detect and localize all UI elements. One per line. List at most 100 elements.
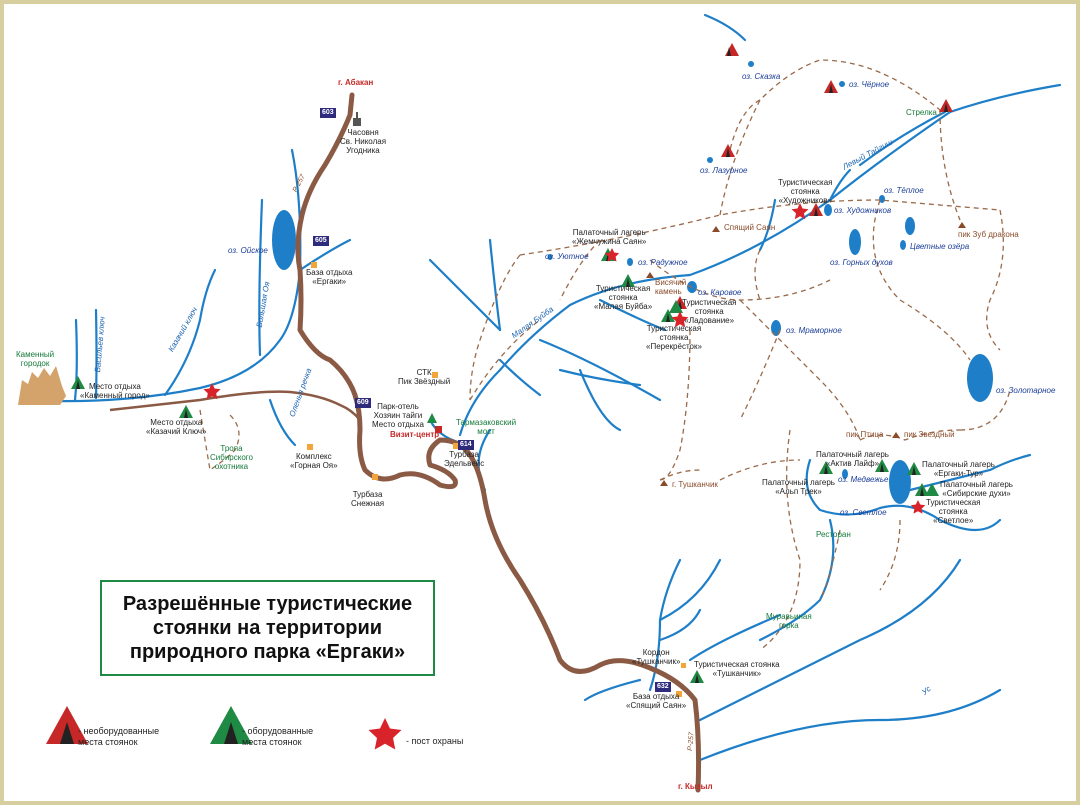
- label-alp: Палаточный лагерь «Альп Трек»: [762, 478, 835, 496]
- lake-uyutnoe-shape: [547, 254, 553, 260]
- label-vizit-center: Визит-центр: [390, 430, 440, 439]
- lake-label-skazka: оз. Сказка: [742, 72, 781, 81]
- trail-16: [819, 529, 841, 601]
- river-trib-j: [758, 198, 777, 252]
- river-trib-ne: [298, 238, 352, 272]
- trail-17: [879, 519, 901, 591]
- lake-tsvetnye2-shape: [900, 240, 906, 250]
- post-star-icon: [604, 248, 620, 262]
- river-trib-g: [498, 358, 542, 397]
- river-malaya-buyba: [458, 83, 1062, 437]
- label-tropa: Тропа Сибирского охотника: [210, 444, 253, 471]
- post-star-icon: [791, 203, 809, 220]
- label-malaya-buyba: Туристическая стоянка «Малая Буйба»: [594, 284, 653, 311]
- road-number-614: 614: [458, 440, 474, 450]
- lake-zolotarnoe-shape: [967, 354, 993, 402]
- equipped-tent-icon: [925, 483, 939, 496]
- base-marker-icon: [676, 691, 682, 697]
- peak-label-tushkanchik: г. Тушканчик: [672, 480, 718, 489]
- river-trib-c: [428, 258, 502, 332]
- label-ladovanie: Туристическая стоянка «Ладование»: [682, 298, 737, 325]
- river-south3: [658, 608, 702, 642]
- river-main-west: [18, 148, 302, 403]
- legend-post-icon: [368, 718, 402, 750]
- trail-15: [759, 429, 801, 651]
- trail-10: [659, 329, 691, 481]
- label-muravyinaya: Муравьиная горка: [766, 612, 812, 630]
- lake-skazka-shape: [748, 61, 754, 67]
- road-number-603: 603: [320, 108, 336, 118]
- label-aktiv: Палаточный лагерь «Актив Лайф»: [816, 450, 889, 468]
- trail-8: [649, 259, 831, 301]
- river-south2: [658, 558, 722, 622]
- label-restoran: Ресторан: [816, 530, 851, 539]
- river-trib-d: [488, 238, 502, 332]
- trail-2: [719, 59, 941, 216]
- trail-22: [739, 329, 781, 421]
- unequipped-tent-icon: [725, 43, 739, 56]
- lake-label-svetloe: оз. Светлое: [840, 508, 887, 517]
- trail-7: [754, 249, 761, 301]
- trails-layer: [199, 59, 1011, 651]
- label-kamenny-gorodok: Каменный городок: [16, 350, 55, 368]
- lake-label-hudozhnikov: оз. Художников: [834, 206, 892, 215]
- lake-gornyh-duhov-shape: [849, 229, 861, 255]
- peak-label-visyachiy: Висячий камень: [655, 278, 687, 296]
- base-marker-icon: [307, 444, 313, 450]
- road-west: [109, 390, 361, 421]
- river-vasilyev: [94, 308, 98, 400]
- river-trib-i: [598, 298, 667, 332]
- city-kyzyl: г. Кызыл: [678, 782, 713, 791]
- lake-hudozhnikov-shape: [824, 204, 832, 216]
- base-marker-icon: [432, 372, 438, 378]
- lake-mramornoe-shape: [771, 320, 781, 336]
- label-hudozhnikov: Туристическая стоянка «Художников»: [778, 178, 833, 205]
- city-abakan: г. Абакан: [338, 78, 374, 87]
- lake-raduzhnoe-shape: [627, 258, 633, 266]
- equipped-tent-icon: [427, 413, 437, 423]
- label-spyashchiy-baza: База отдыха «Спящий Саян»: [626, 692, 687, 710]
- trail-4: [939, 109, 961, 221]
- post-star-icon: [671, 311, 689, 328]
- lake-label-mramornoe: оз. Мраморное: [786, 326, 842, 335]
- lake-chernoe-shape: [839, 81, 845, 87]
- trail-21: [659, 469, 701, 481]
- lake-lazurnoe-shape: [707, 157, 713, 163]
- lake-svetloe-shape: [889, 460, 911, 504]
- label-edelveys: Турбаза Эдельвейс: [444, 450, 485, 468]
- lake-label-teploe: оз. Тёплое: [884, 186, 924, 195]
- river-trib-k: [828, 168, 852, 202]
- river-south7: [688, 613, 782, 662]
- base-marker-icon: [681, 663, 686, 668]
- lake-label-raduzhnoe: оз. Радужное: [638, 258, 688, 267]
- label-kordon: Кордон «Тушканчик»: [632, 648, 681, 666]
- trail-5: [986, 209, 1004, 351]
- highway-r257: [295, 92, 702, 793]
- river-small1: [73, 318, 78, 402]
- peak-markers: [646, 222, 966, 486]
- road-number-609: 609: [355, 398, 371, 408]
- lake-teploe-shape: [879, 195, 885, 203]
- label-snezhnaya: Турбаза Снежная: [351, 490, 385, 508]
- lake-label-zolotarnoe: оз. Золотарное: [996, 386, 1056, 395]
- label-tushkanchik: Туристическая стоянка «Тушканчик»: [694, 660, 780, 678]
- river-kazachiy: [163, 268, 217, 397]
- legend-equipped-label: - оборудованные места стоянок: [242, 726, 314, 747]
- base-marker-icon: [372, 474, 378, 480]
- lake-label-gornyh-duhov: оз. Горных духов: [830, 258, 893, 267]
- label-mesto-kam-gorod: Место отдыха «Каменный город»: [80, 382, 150, 400]
- peak-label-ptitsa: пик Птица: [846, 430, 884, 439]
- post-star-icon: [910, 500, 926, 514]
- river-trib-top: [703, 13, 747, 42]
- legend-unequipped-label: - необорудованные места стоянок: [78, 726, 160, 747]
- river-levyy-taygish: [858, 110, 947, 167]
- map-title: Разрешённые туристические стоянки на тер…: [122, 593, 413, 663]
- river-south6: [583, 678, 642, 702]
- lake-oyskoe-shape: [272, 210, 296, 270]
- label-perekrestok: Туристическая стоянка «Перекрёсток»: [646, 324, 702, 351]
- base-marker-icon: [453, 443, 459, 449]
- label-zhemchuzhina: Палаточный лагерь «Жемчужина Саян»: [572, 228, 647, 246]
